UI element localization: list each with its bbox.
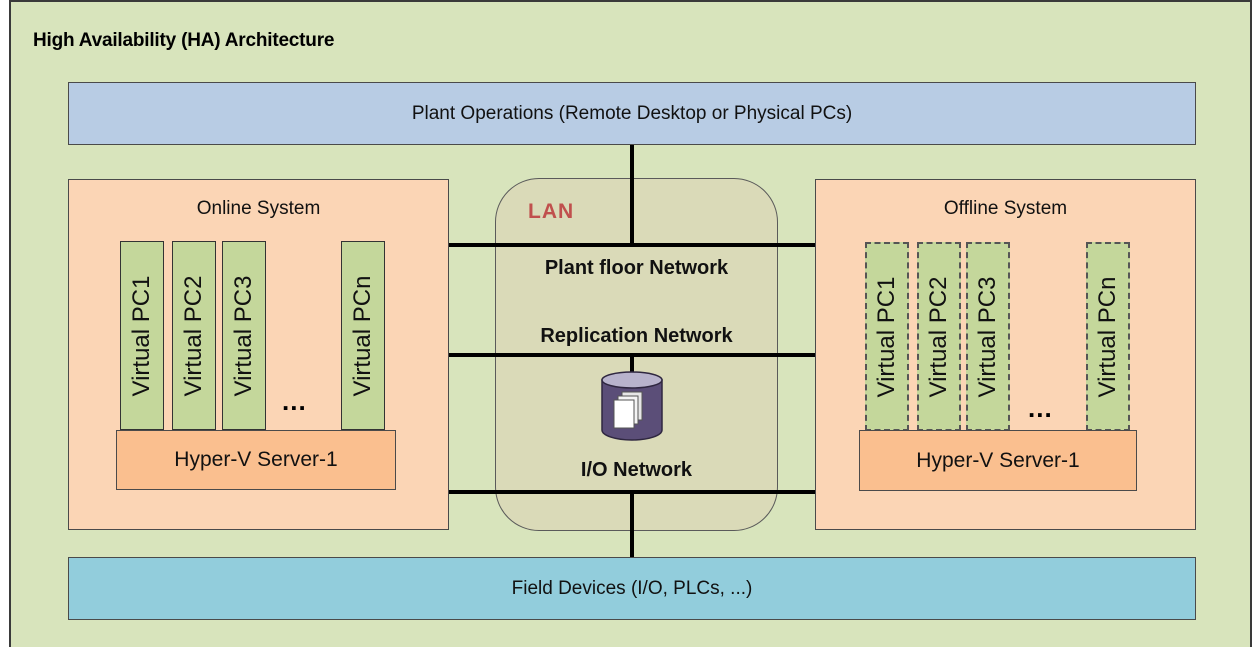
- plant-operations-band: Plant Operations (Remote Desktop or Phys…: [68, 82, 1196, 145]
- connector-top-vertical-inner: [630, 178, 634, 245]
- offline-virtual-pc-n: Virtual PCn: [1086, 242, 1130, 431]
- server-label: Hyper-V Server-1: [916, 448, 1080, 472]
- database-icon: [601, 371, 663, 441]
- online-ellipsis: ...: [282, 386, 307, 416]
- offline-system-label: Offline System: [943, 198, 1068, 219]
- io-network-label: I/O Network: [580, 459, 693, 481]
- server-label: Hyper-V Server-1: [174, 448, 338, 471]
- online-virtual-pc-3: Virtual PC3: [222, 241, 266, 430]
- replication-network-line-inner: [495, 353, 778, 357]
- field-devices-band: Field Devices (I/O, PLCs, ...): [68, 557, 1196, 620]
- replication-to-database-line: [630, 355, 634, 375]
- plant-floor-network-label: Plant floor Network: [544, 257, 729, 279]
- offline-virtual-pc-3: Virtual PC3: [966, 242, 1010, 431]
- lan-label: LAN: [528, 200, 575, 223]
- virtual-pc-label: Virtual PC3: [974, 276, 1001, 397]
- virtual-pc-label: Virtual PC3: [230, 275, 257, 396]
- online-virtual-pc-n: Virtual PCn: [341, 241, 385, 430]
- offline-virtual-pc-2: Virtual PC2: [917, 242, 961, 431]
- offline-ellipsis: ...: [1028, 393, 1053, 423]
- virtual-pc-label: Virtual PCn: [349, 275, 376, 396]
- io-network-line-inner: [495, 490, 778, 494]
- virtual-pc-label: Virtual PCn: [1094, 276, 1121, 397]
- online-system-label: Online System: [196, 198, 321, 219]
- plant-operations-label: Plant Operations (Remote Desktop or Phys…: [411, 102, 853, 124]
- offline-virtual-pc-1: Virtual PC1: [865, 242, 909, 431]
- plant-floor-network-line-inner: [495, 243, 778, 247]
- connector-bottom-vertical-inner: [630, 490, 634, 531]
- virtual-pc-label: Virtual PC2: [925, 276, 952, 397]
- online-virtual-pc-2: Virtual PC2: [172, 241, 216, 430]
- virtual-pc-label: Virtual PC1: [873, 276, 900, 397]
- replication-network-label: Replication Network: [540, 325, 733, 347]
- virtual-pc-label: Virtual PC1: [128, 275, 155, 396]
- offline-system-box: Offline System Virtual PC1 Virtual PC2 V…: [815, 179, 1196, 530]
- online-virtual-pc-1: Virtual PC1: [120, 241, 164, 430]
- online-system-box: Online System Virtual PC1 Virtual PC2 Vi…: [68, 179, 449, 530]
- offline-hyper-v-server: Hyper-V Server-1: [859, 430, 1137, 491]
- online-hyper-v-server: Hyper-V Server-1: [116, 430, 396, 490]
- field-devices-label: Field Devices (I/O, PLCs, ...): [511, 577, 753, 599]
- virtual-pc-label: Virtual PC2: [180, 275, 207, 396]
- diagram-title: High Availability (HA) Architecture: [33, 30, 335, 51]
